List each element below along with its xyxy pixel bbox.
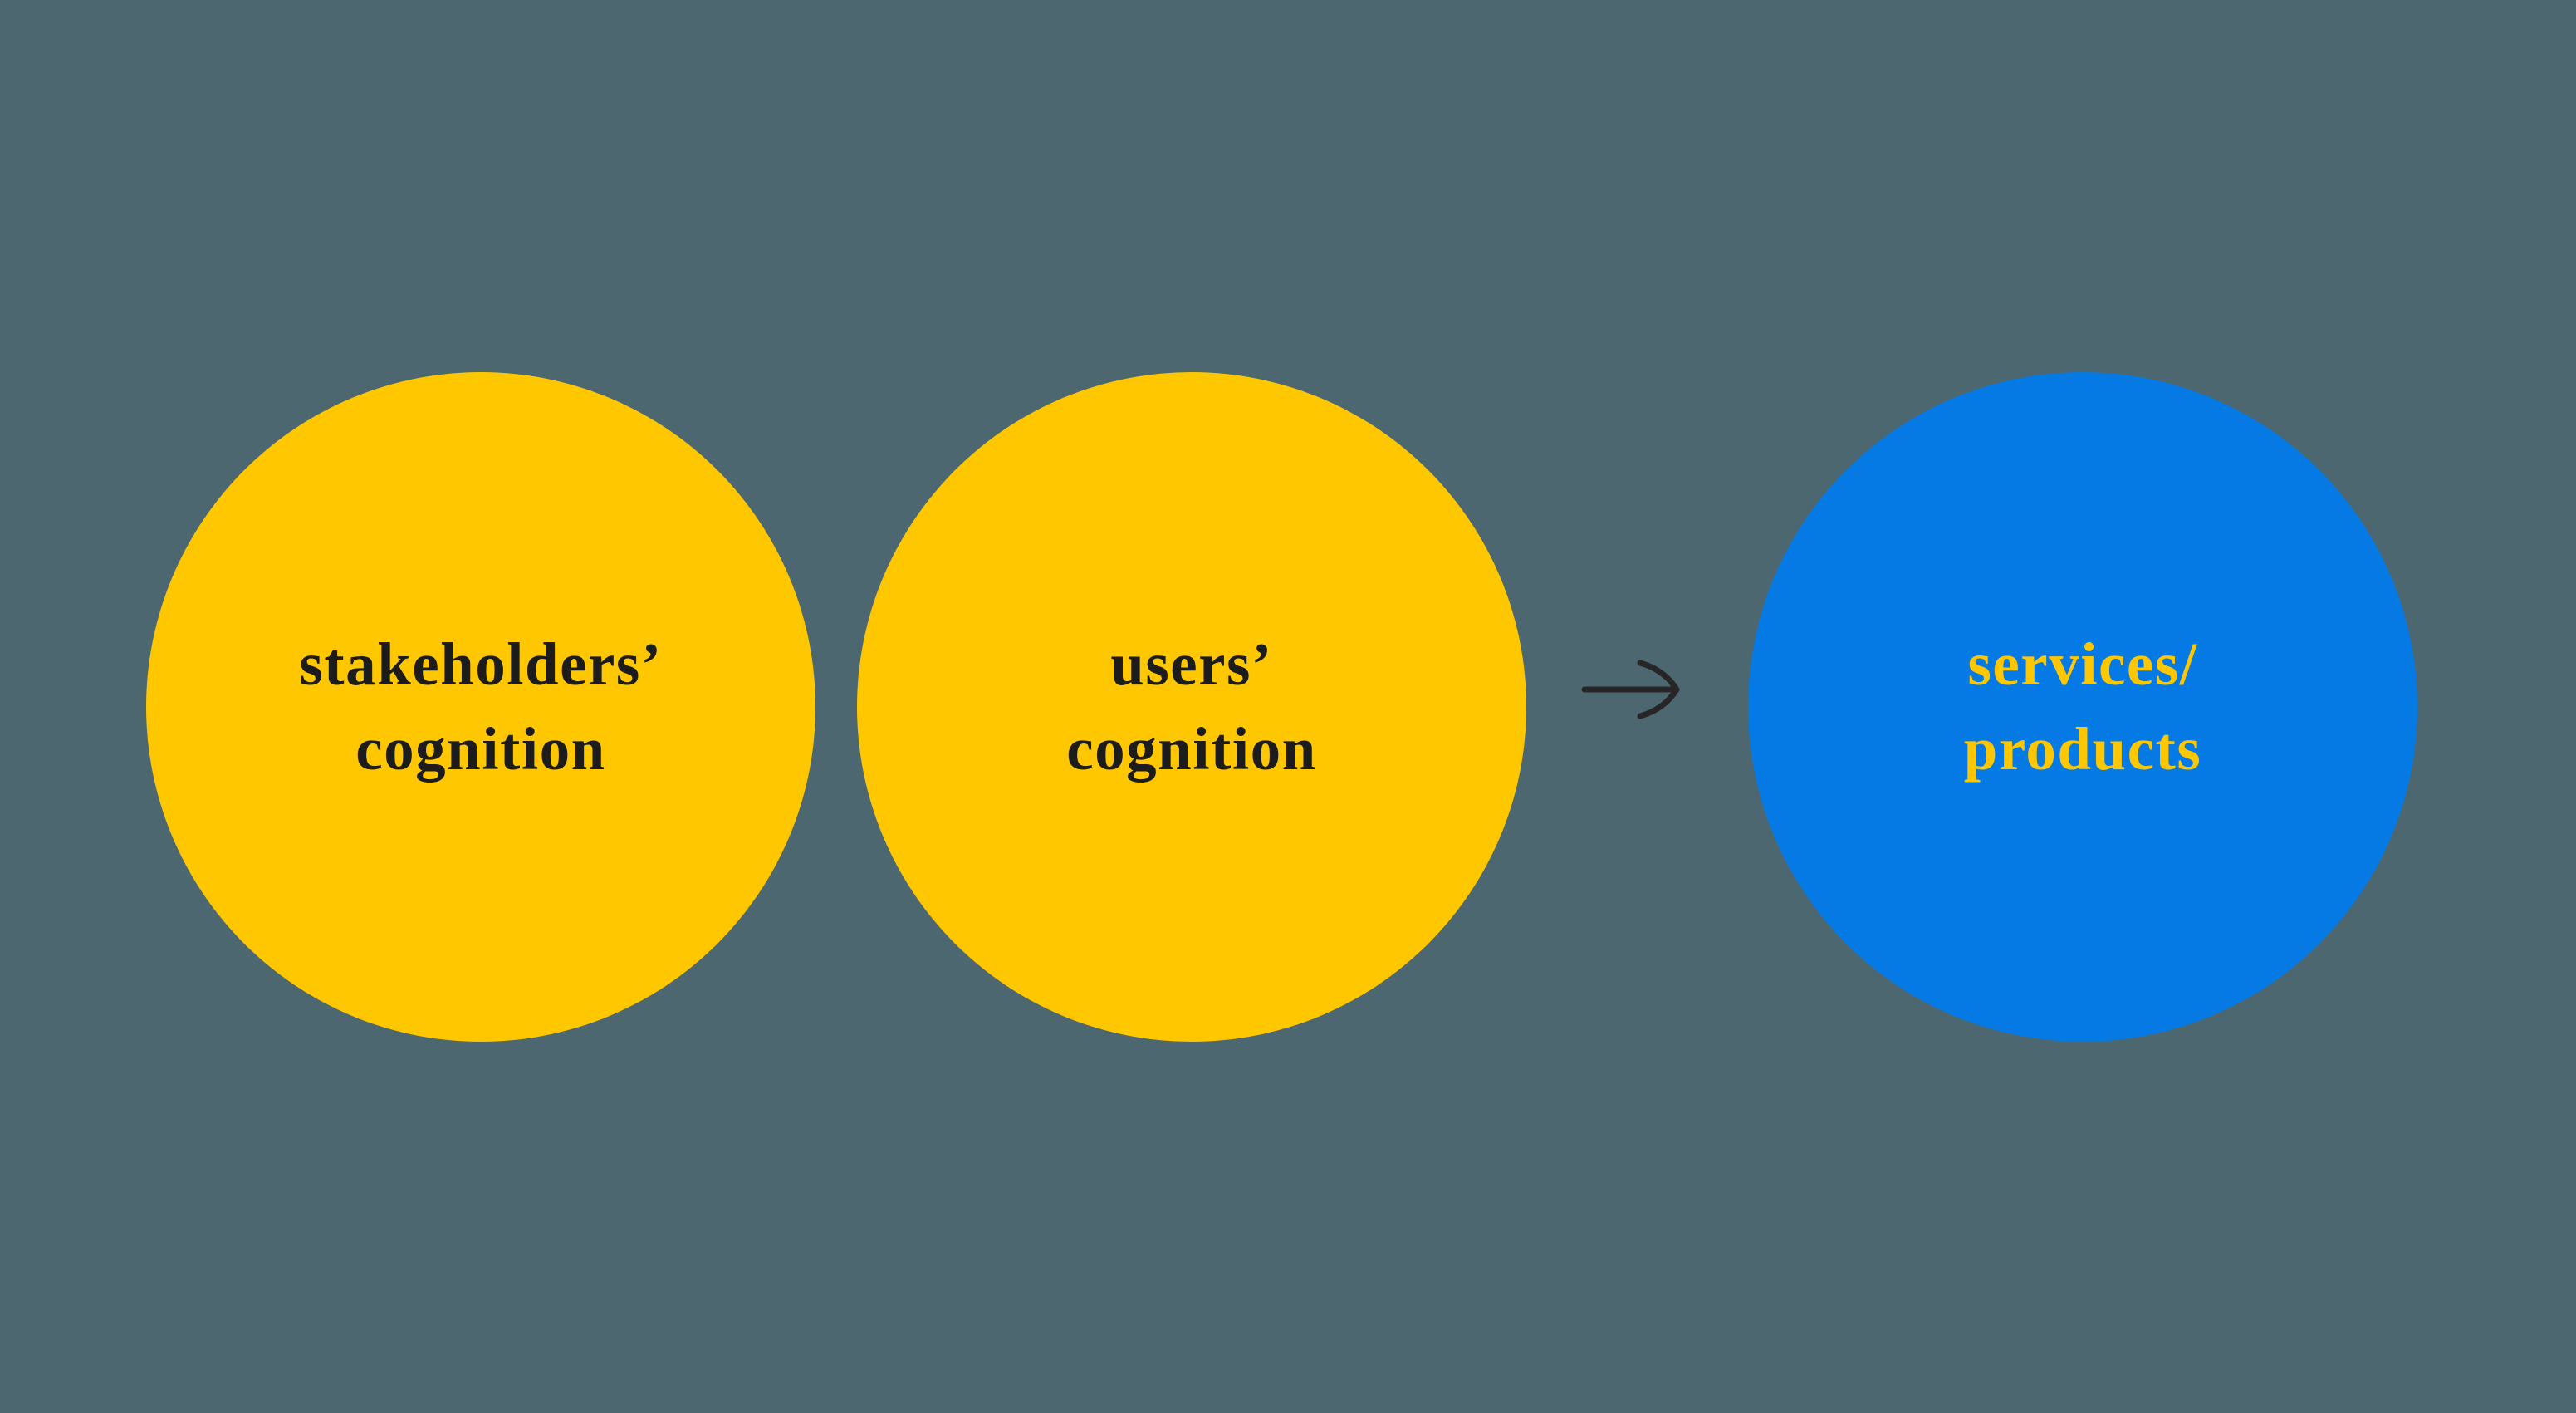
node-users-cognition[interactable]: users’ cognition [857,372,1526,1042]
node-stakeholders-cognition[interactable]: stakeholders’ cognition [146,372,815,1042]
node-label-services-products: services/ products [1963,630,2202,783]
node-label-users-cognition: users’ cognition [1066,630,1317,783]
arrow-right-icon [1581,640,1715,739]
node-label-stakeholders-cognition: stakeholders’ cognition [299,630,663,783]
node-services-products[interactable]: services/ products [1748,372,2417,1042]
